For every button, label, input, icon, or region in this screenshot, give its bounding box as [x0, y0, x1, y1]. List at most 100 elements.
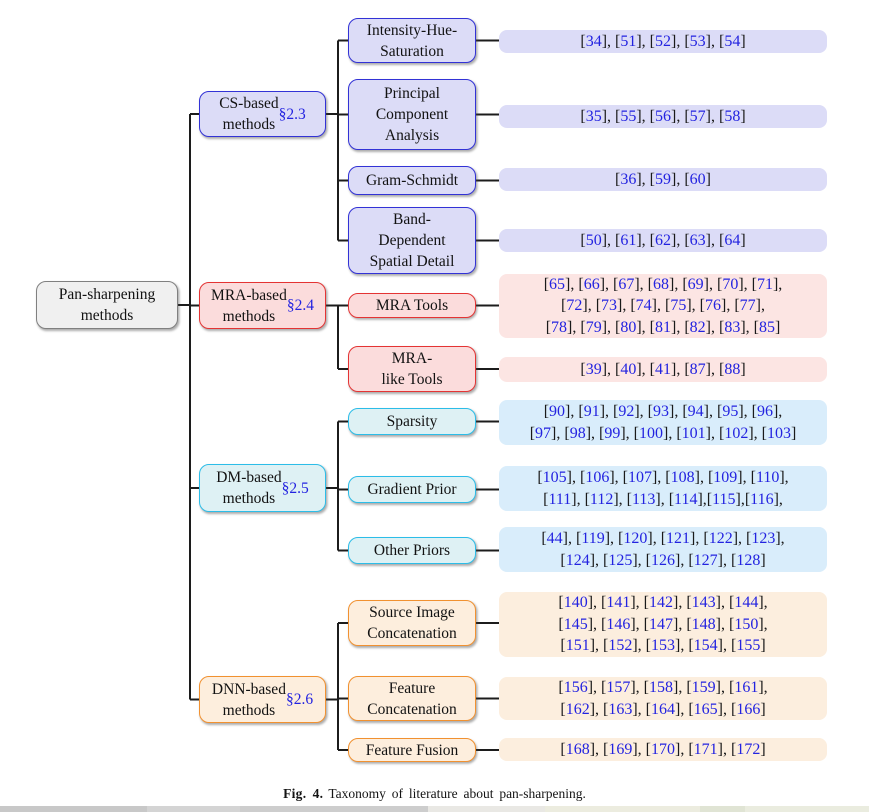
- citation-link[interactable]: 158: [649, 679, 673, 696]
- citation-link[interactable]: 83: [724, 318, 741, 336]
- citation-link[interactable]: 157: [606, 679, 631, 696]
- citation-link[interactable]: 103: [766, 424, 791, 442]
- citation-link[interactable]: 146: [606, 615, 631, 633]
- citation-link[interactable]: 114: [674, 490, 698, 508]
- citation-link[interactable]: 108: [670, 469, 695, 486]
- citation-link[interactable]: 151: [565, 637, 590, 655]
- citation-link[interactable]: 41: [655, 360, 671, 378]
- citation-link[interactable]: 90: [549, 403, 566, 420]
- citation-link[interactable]: 58: [724, 107, 741, 125]
- citation-link[interactable]: 62: [655, 231, 671, 249]
- section-ref-dm[interactable]: §2.5: [281, 479, 309, 497]
- citation-link[interactable]: 106: [585, 469, 610, 486]
- citation-link[interactable]: 51: [620, 32, 637, 50]
- citation-link[interactable]: 124: [565, 551, 590, 569]
- citation-link[interactable]: 116: [750, 490, 774, 508]
- citation-link[interactable]: 144: [734, 594, 759, 612]
- citation-link[interactable]: 71: [756, 275, 773, 293]
- citation-link[interactable]: 74: [635, 297, 652, 315]
- citation-link[interactable]: 61: [620, 231, 637, 249]
- section-ref-mra[interactable]: §2.4: [286, 297, 314, 314]
- citation-link[interactable]: 87: [689, 360, 706, 378]
- citation-link[interactable]: 35: [585, 107, 602, 125]
- citation-link[interactable]: 60: [689, 170, 706, 188]
- citation-link[interactable]: 169: [608, 740, 633, 758]
- citation-link[interactable]: 93: [653, 403, 669, 420]
- citation-link[interactable]: 63: [689, 231, 706, 249]
- citation-link[interactable]: 59: [655, 170, 671, 188]
- citation-link[interactable]: 147: [649, 615, 673, 633]
- citation-link[interactable]: 113: [631, 490, 656, 508]
- citation-link[interactable]: 142: [649, 594, 673, 612]
- citation-link[interactable]: 67: [618, 275, 635, 293]
- citation-link[interactable]: 163: [608, 700, 633, 718]
- citation-link[interactable]: 39: [585, 360, 602, 378]
- citation-link[interactable]: 115: [712, 490, 736, 508]
- citation-link[interactable]: 105: [542, 469, 567, 486]
- citation-link[interactable]: 92: [618, 403, 635, 420]
- citation-link[interactable]: 69: [687, 275, 704, 293]
- citation-link[interactable]: 44: [546, 530, 563, 547]
- section-ref-cs[interactable]: §2.3: [278, 105, 306, 123]
- citation-link[interactable]: 164: [651, 700, 675, 718]
- citation-link[interactable]: 70: [722, 275, 739, 293]
- citation-link[interactable]: 141: [606, 594, 631, 612]
- citation-link[interactable]: 125: [608, 551, 633, 569]
- citation-link[interactable]: 161: [734, 679, 759, 696]
- citation-link[interactable]: 65: [549, 275, 566, 293]
- citation-link[interactable]: 172: [736, 740, 761, 758]
- citation-link[interactable]: 95: [722, 403, 739, 420]
- citation-link[interactable]: 75: [670, 297, 687, 315]
- citation-link[interactable]: 85: [758, 318, 775, 336]
- citation-link[interactable]: 110: [755, 469, 780, 486]
- citation-link[interactable]: 127: [693, 551, 718, 569]
- citation-link[interactable]: 100: [639, 424, 663, 442]
- citation-link[interactable]: 80: [620, 318, 637, 336]
- citation-link[interactable]: 53: [689, 32, 706, 50]
- citation-link[interactable]: 120: [623, 530, 648, 547]
- citation-link[interactable]: 96: [756, 403, 773, 420]
- citation-link[interactable]: 165: [693, 700, 718, 718]
- citation-link[interactable]: 99: [604, 424, 621, 442]
- citation-link[interactable]: 153: [651, 637, 675, 655]
- citation-link[interactable]: 98: [569, 424, 586, 442]
- citation-link[interactable]: 121: [666, 530, 691, 547]
- citation-link[interactable]: 66: [583, 275, 600, 293]
- citation-link[interactable]: 55: [620, 107, 637, 125]
- citation-link[interactable]: 88: [724, 360, 741, 378]
- citation-link[interactable]: 128: [736, 551, 761, 569]
- citation-link[interactable]: 91: [583, 403, 600, 420]
- citation-link[interactable]: 57: [689, 107, 706, 125]
- citation-link[interactable]: 119: [581, 530, 605, 547]
- citation-link[interactable]: 112: [589, 490, 614, 508]
- citation-link[interactable]: 171: [693, 740, 718, 758]
- citation-link[interactable]: 156: [563, 679, 588, 696]
- citation-link[interactable]: 145: [563, 615, 588, 633]
- citation-link[interactable]: 72: [566, 297, 583, 315]
- citation-link[interactable]: 162: [565, 700, 590, 718]
- citation-link[interactable]: 82: [689, 318, 706, 336]
- citation-link[interactable]: 159: [691, 679, 716, 696]
- citation-link[interactable]: 64: [724, 231, 741, 249]
- citation-link[interactable]: 54: [724, 32, 741, 50]
- citation-link[interactable]: 152: [608, 637, 633, 655]
- citation-link[interactable]: 97: [535, 424, 552, 442]
- citation-link[interactable]: 36: [620, 170, 637, 188]
- citation-link[interactable]: 73: [601, 297, 618, 315]
- citation-link[interactable]: 166: [736, 700, 761, 718]
- citation-link[interactable]: 140: [563, 594, 588, 612]
- citation-link[interactable]: 76: [704, 297, 721, 315]
- citation-link[interactable]: 56: [655, 107, 671, 125]
- citation-link[interactable]: 123: [751, 530, 776, 547]
- citation-link[interactable]: 126: [651, 551, 675, 569]
- citation-link[interactable]: 109: [713, 469, 738, 486]
- citation-link[interactable]: 143: [691, 594, 716, 612]
- citation-link[interactable]: 78: [551, 318, 568, 336]
- citation-link[interactable]: 79: [585, 318, 602, 336]
- citation-link[interactable]: 101: [681, 424, 706, 442]
- citation-link[interactable]: 50: [585, 231, 602, 249]
- citation-link[interactable]: 77: [739, 297, 756, 315]
- citation-link[interactable]: 34: [585, 32, 602, 50]
- section-ref-dnn[interactable]: §2.6: [285, 691, 314, 708]
- citation-link[interactable]: 94: [687, 403, 704, 420]
